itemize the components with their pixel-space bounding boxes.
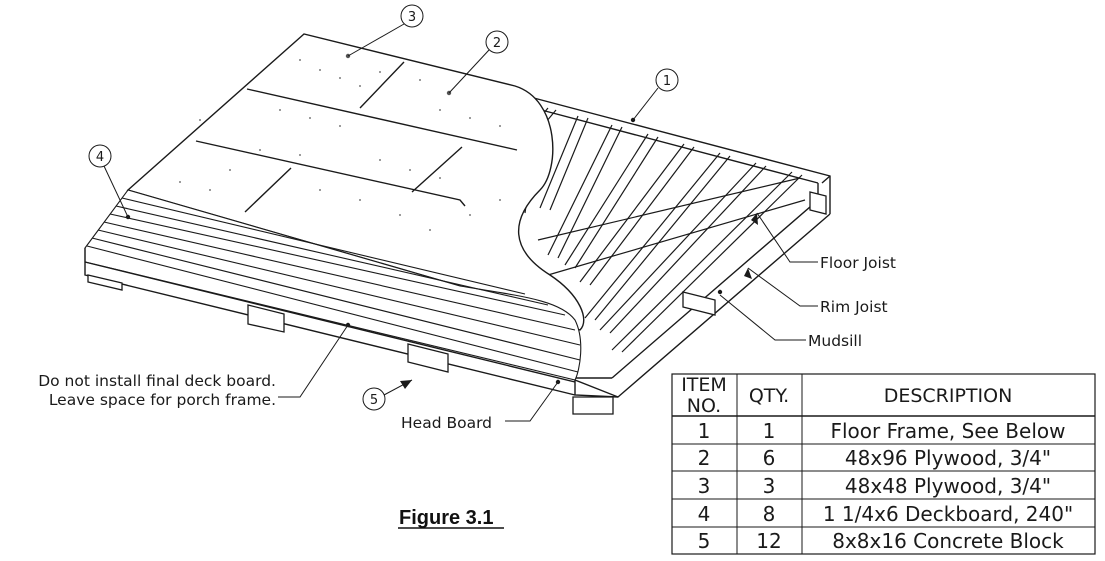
bom-header-qty: QTY.: [749, 385, 789, 407]
bom-row-5-qty: 12: [756, 529, 781, 553]
bom-table: ITEM NO. QTY. DESCRIPTION 1 1 Floor Fram…: [671, 373, 1096, 555]
balloon-2-number: 2: [493, 36, 501, 51]
balloon-3: 3: [400, 4, 424, 28]
bom-row-4-qty: 8: [763, 502, 776, 526]
bom-row-3-description: 48x48 Plywood, 3/4": [845, 474, 1051, 498]
head-board-label: Head Board: [401, 414, 492, 432]
plywood-nail-pattern: [179, 53, 501, 231]
bom-header-item-line2: NO.: [687, 395, 721, 417]
leader-arrowheads: [400, 213, 758, 389]
figure-caption: Figure 3.1: [398, 507, 504, 529]
balloon-1-number: 1: [663, 74, 671, 89]
bom-row-3-qty: 3: [763, 474, 776, 498]
balloon-5-number: 5: [370, 393, 378, 408]
bom-row-1-item: 1: [698, 419, 711, 443]
bom-header-item-line1: ITEM: [681, 374, 727, 396]
balloon-1: 1: [655, 68, 679, 92]
balloon-4-number: 4: [96, 150, 104, 165]
bom-header-description: DESCRIPTION: [884, 385, 1013, 407]
mudsill-label: Mudsill: [808, 332, 862, 350]
rim-joist-label: Rim Joist: [820, 298, 888, 316]
floor-joist-label: Floor Joist: [820, 254, 896, 272]
concrete-blocks: [87, 191, 827, 415]
deck-boards: [84, 189, 582, 381]
bom-row-5-description: 8x8x16 Concrete Block: [832, 529, 1064, 553]
floor-joists: [524, 107, 806, 353]
figure-caption-text: Figure 3.1: [399, 507, 493, 529]
bom-row-4-item: 4: [698, 502, 711, 526]
deck-note-line-2: Leave space for porch frame.: [49, 391, 276, 409]
bom-row-4-description: 1 1/4x6 Deckboard, 240": [823, 502, 1073, 526]
balloon-4: 4: [88, 144, 112, 168]
leader-dots: [125, 117, 723, 385]
bom-row-1-qty: 1: [763, 419, 776, 443]
deck-note-line-1: Do not install final deck board.: [38, 372, 276, 390]
plywood-sheathing: [126, 33, 585, 331]
bom-row-2-description: 48x96 Plywood, 3/4": [845, 446, 1051, 470]
bom-row-1-description: Floor Frame, See Below: [831, 419, 1066, 443]
balloon-5: 5: [362, 387, 386, 411]
balloon-3-number: 3: [408, 10, 416, 25]
leader-lines: [103, 23, 818, 422]
bom-row-2-qty: 6: [763, 446, 776, 470]
balloon-2: 2: [485, 30, 509, 54]
bom-row-3-item: 3: [698, 474, 711, 498]
bom-row-5-item: 5: [698, 529, 711, 553]
bom-row-2-item: 2: [698, 446, 711, 470]
